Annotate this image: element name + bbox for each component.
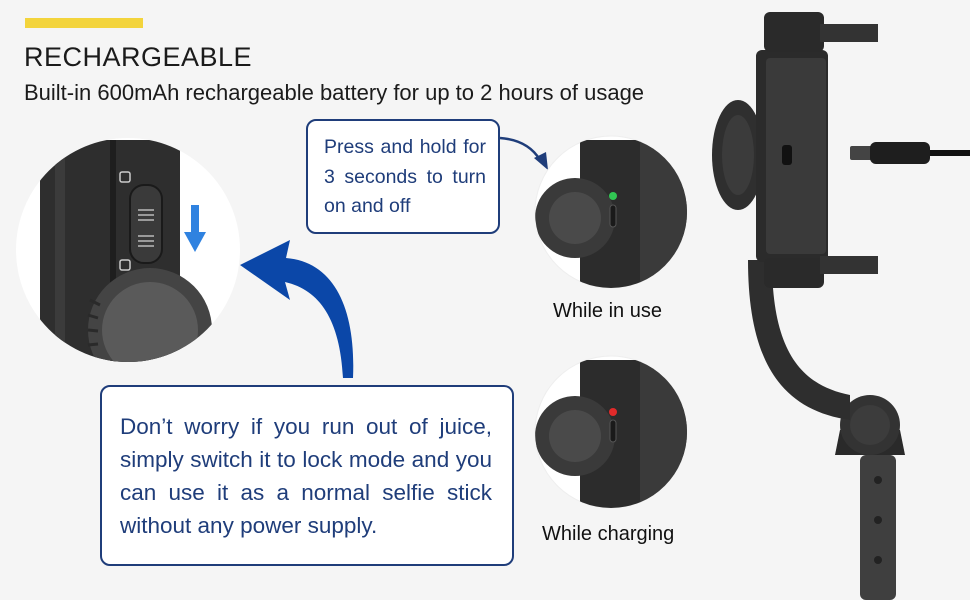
gimbal-product xyxy=(712,12,970,600)
pointer-arrow-icon xyxy=(499,136,548,170)
power-callout-text: Press and hold for 3 seconds to turn on … xyxy=(324,136,486,217)
lock-switch-closeup xyxy=(16,138,240,362)
red-led-icon xyxy=(609,408,617,416)
curved-arrow-icon xyxy=(240,240,354,378)
down-arrow-icon xyxy=(184,205,206,252)
caption-charging: While charging xyxy=(542,523,675,545)
power-callout: Press and hold for 3 seconds to turn on … xyxy=(306,119,500,234)
in-use-closeup xyxy=(534,135,688,289)
lock-mode-callout-text: Don’t worry if you run out of juice, sim… xyxy=(120,414,492,538)
green-led-icon xyxy=(609,192,617,200)
accent-bar xyxy=(25,18,143,28)
lock-switch-icon xyxy=(119,171,131,271)
charging-closeup xyxy=(534,355,688,509)
usb-cable-icon xyxy=(850,142,970,164)
page-subtitle: Built-in 600mAh rechargeable battery for… xyxy=(24,80,645,105)
lock-mode-callout: Don’t worry if you run out of juice, sim… xyxy=(100,385,514,566)
page-title: RECHARGEABLE xyxy=(24,42,253,72)
caption-in-use: While in use xyxy=(553,300,662,322)
